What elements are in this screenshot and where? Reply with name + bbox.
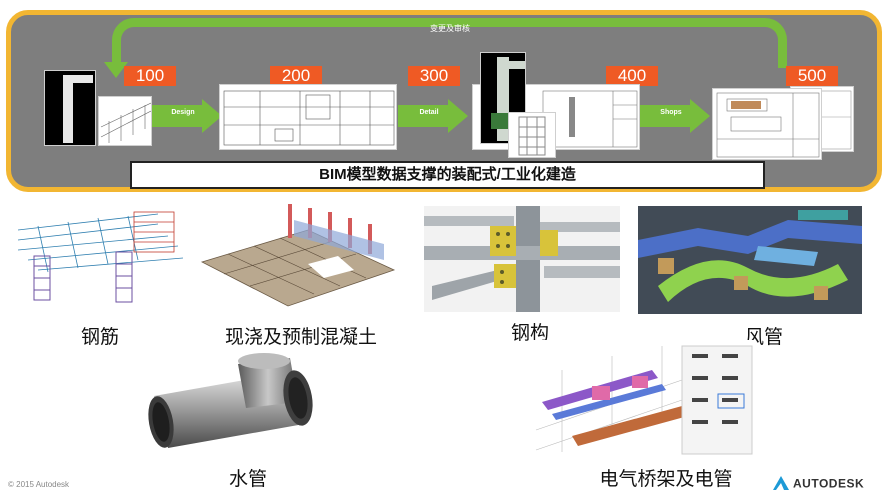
shops-stage-label: Shops [660, 109, 682, 116]
cable-tray-caption: 电气桥架及电管 [599, 469, 733, 490]
rebar-caption: 钢筋 [80, 327, 119, 348]
design-stage-arrow: Design [152, 99, 224, 133]
lod200-plan-drawing [219, 84, 397, 150]
cable-tray-model-image [532, 340, 756, 458]
design-stage-label: Design [171, 109, 195, 116]
lod-badge-300: 300 [408, 66, 460, 86]
detail-stage-label: Detail [419, 109, 439, 116]
loop-arrow-head [104, 62, 128, 78]
shops-stage-arrow: Shops [640, 99, 712, 133]
steel-caption: 钢构 [510, 323, 549, 344]
autodesk-logo-icon [773, 476, 789, 493]
autodesk-logo-text: AUTODESK [793, 476, 865, 491]
rebar-model-image [8, 200, 188, 312]
lod100-column-thumbnail [44, 70, 96, 146]
concrete-model-image [198, 200, 398, 312]
piping-caption: 水管 [228, 469, 267, 490]
detail-stage-arrow: Detail [398, 99, 470, 133]
pipe-tee-image [140, 350, 340, 454]
lod-badge-400: 400 [606, 66, 658, 86]
lod-badge-200: 200 [270, 66, 322, 86]
concrete-caption: 现浇及预制混凝土 [224, 327, 377, 348]
review-loop-arrow [112, 18, 787, 68]
copyright-text: © 2015 Autodesk [8, 480, 70, 489]
lod100-frame-thumbnail [98, 96, 152, 146]
autodesk-logo: AUTODESK [773, 476, 864, 493]
loop-label: 变更及审核 [430, 24, 470, 33]
lod-badge-100: 100 [124, 66, 176, 86]
lod400-shop-drawing [712, 88, 822, 160]
steel-connection-image [424, 206, 620, 312]
banner-title: BIM模型数据支撑的装配式/工业化建造 [130, 161, 765, 189]
lod300-rebar-cage [508, 112, 556, 158]
ductwork-model-image [638, 206, 862, 314]
lod-badge-500: 500 [786, 66, 838, 86]
